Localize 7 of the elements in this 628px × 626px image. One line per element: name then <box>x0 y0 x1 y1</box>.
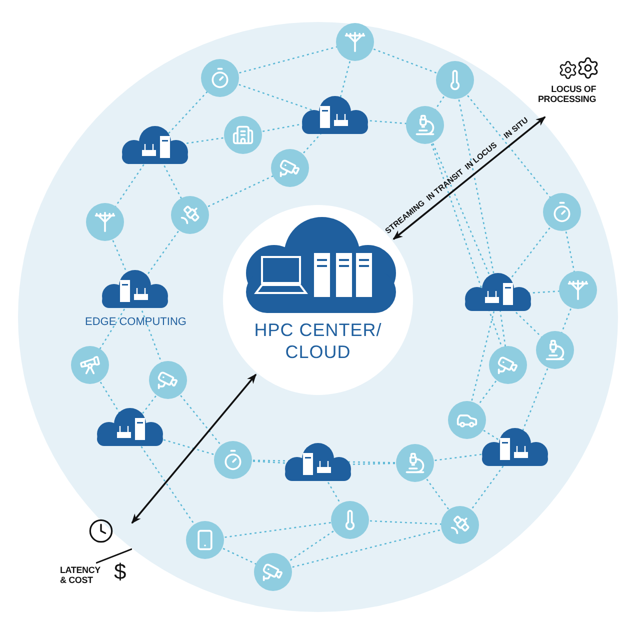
double-arrow <box>392 116 546 240</box>
edge-computing-label: EDGE COMPUTING <box>85 316 186 328</box>
dollar-sign: $ <box>114 559 126 585</box>
node-label: LATENCY & COST <box>60 565 102 585</box>
double-arrow <box>131 374 257 524</box>
node-label: LOCUS OF PROCESSING <box>536 84 596 104</box>
node-title: HPC CENTER/ CLOUD <box>253 319 383 363</box>
